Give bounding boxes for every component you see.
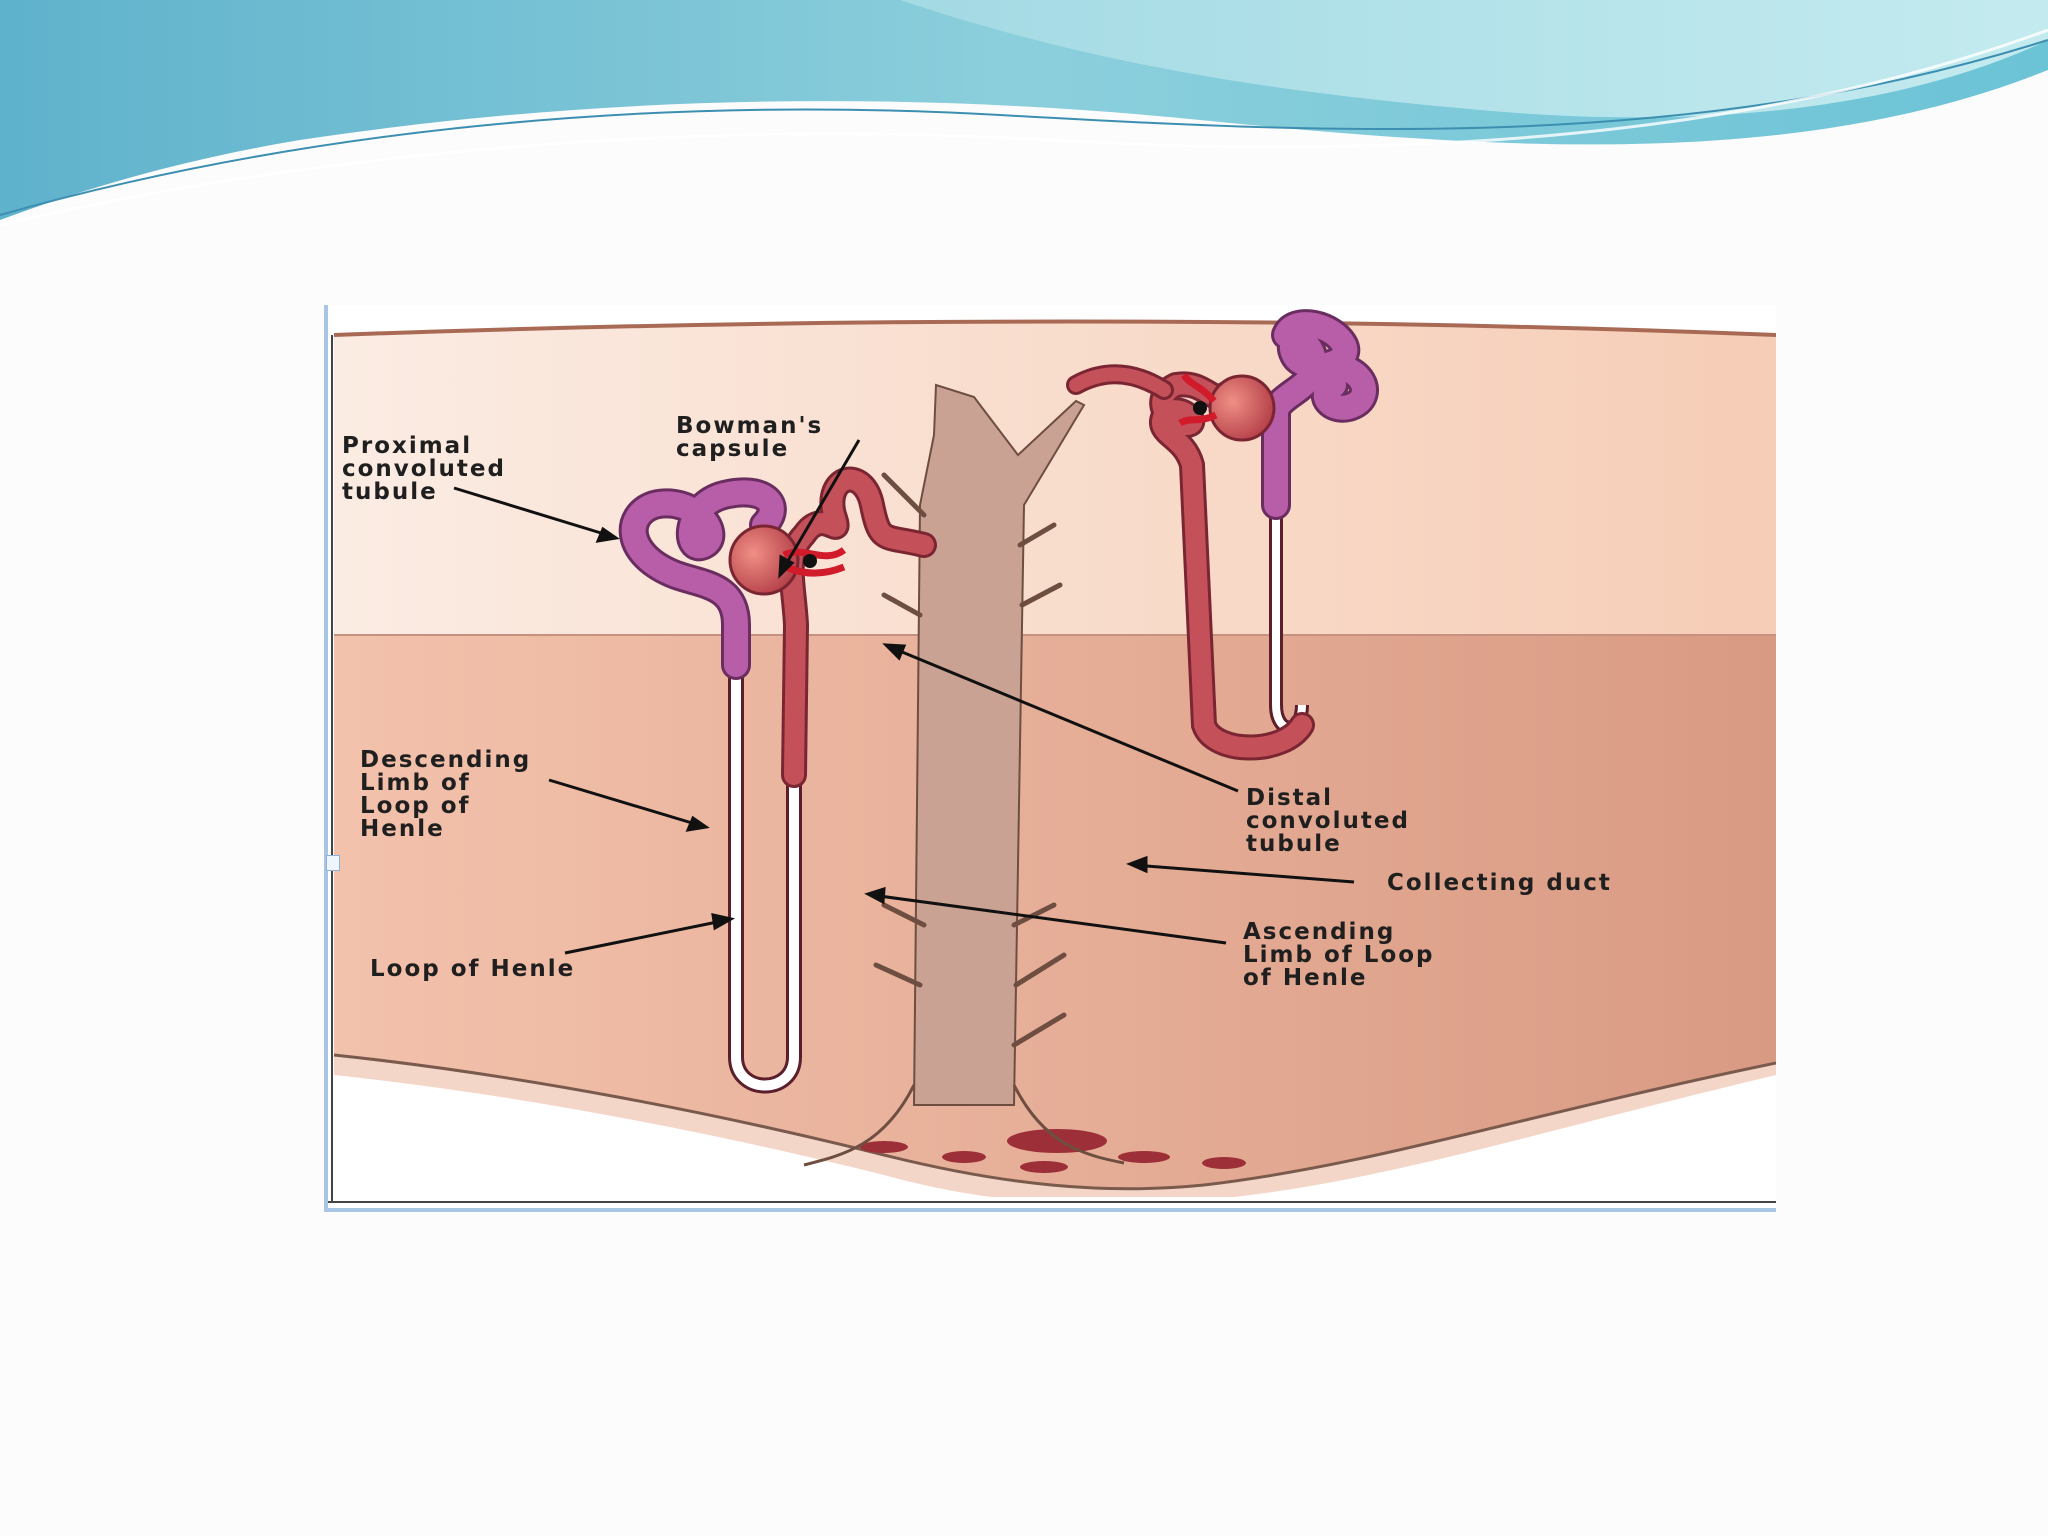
right-nephron — [1066, 309, 1379, 761]
header-wave-decoration — [0, 0, 2048, 227]
diagram-labels: Proximal convoluted tubule Bowman's caps… — [342, 413, 1612, 991]
label-distal-convoluted-tubule: Distal convoluted tubule — [1246, 785, 1420, 857]
medulla-region — [334, 635, 1776, 1189]
label-loop-of-henle: Loop of Henle — [370, 956, 575, 982]
papillary-openings — [860, 1129, 1246, 1173]
pointer-lines — [453, 439, 1355, 955]
nephron-diagram: Proximal convoluted tubule Bowman's caps… — [324, 305, 1776, 1213]
label-collecting-duct: Collecting duct — [1387, 870, 1612, 896]
label-proximal-convoluted-tubule: Proximal convoluted tubule — [342, 433, 516, 505]
label-descending-limb: Descending Limb of Loop of Henle — [360, 747, 541, 842]
left-nephron — [618, 466, 937, 1094]
label-ascending-limb: Ascending Limb of Loop of Henle — [1243, 919, 1445, 991]
label-bowmans-capsule: Bowman's capsule — [676, 413, 833, 462]
left-bowman-capsule — [728, 524, 800, 596]
right-bowman-capsule — [1208, 374, 1276, 442]
resize-handle[interactable] — [326, 855, 340, 871]
